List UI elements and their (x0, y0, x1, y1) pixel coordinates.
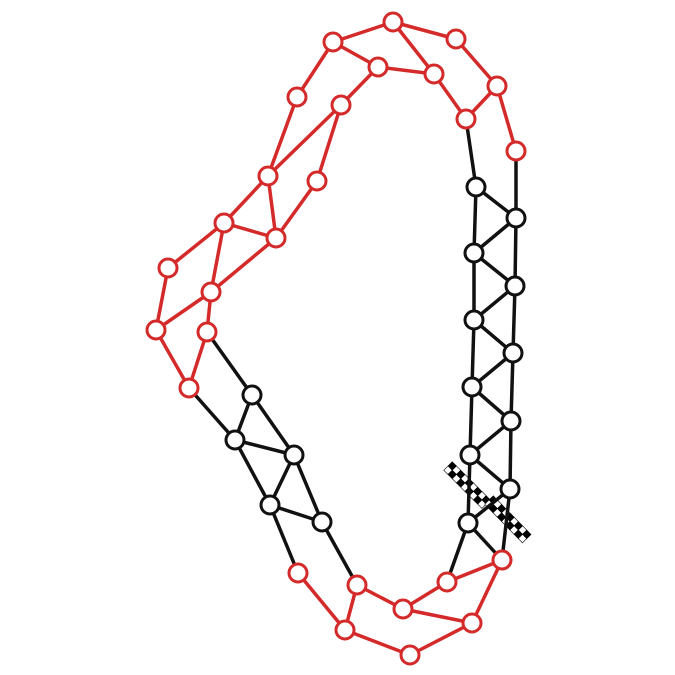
black-track-node (502, 342, 524, 364)
black-track-node (457, 512, 479, 534)
red-track-node (486, 75, 508, 97)
red-track-edge (315, 103, 343, 183)
flag-square (477, 499, 487, 509)
black-track-node (465, 176, 487, 198)
red-track-node (392, 598, 414, 620)
black-track-edge (233, 438, 272, 507)
red-track-node (423, 63, 445, 85)
black-track-node (459, 444, 481, 466)
black-track-node (505, 207, 527, 229)
black-track-node (461, 376, 483, 398)
red-track-node (145, 319, 167, 341)
finish-line-flags (443, 461, 532, 544)
red-track-node (367, 56, 389, 78)
black-track-node (224, 429, 246, 451)
red-track-node (322, 31, 344, 53)
black-track-edge (500, 487, 512, 562)
red-track-edge (266, 95, 299, 178)
red-track-edge (391, 20, 436, 76)
red-track-node (157, 257, 179, 279)
red-track-edge (222, 174, 270, 225)
red-track-node (445, 28, 467, 50)
black-track-node (311, 511, 333, 533)
red-track-edge (274, 179, 319, 240)
red-track-edge (209, 236, 278, 294)
checkered-flag-icon (443, 461, 491, 509)
black-track-edge (468, 385, 474, 457)
red-track-node (265, 227, 287, 249)
black-track-node (463, 309, 485, 331)
red-track-edge (495, 84, 518, 153)
red-track-edge (166, 221, 226, 270)
red-track-node (286, 86, 308, 108)
red-track-node (461, 612, 483, 634)
red-track-node (200, 281, 222, 303)
red-track-edge (296, 571, 347, 632)
red-track-node (178, 377, 200, 399)
black-track-node (259, 494, 281, 516)
black-track-edge (470, 318, 476, 389)
black-track-node (463, 242, 485, 264)
red-track-node (306, 170, 328, 192)
red-track-edge (470, 558, 504, 625)
red-track-node (455, 108, 477, 130)
red-track-edge (154, 266, 170, 332)
black-track-node (504, 275, 526, 297)
black-track-edge (472, 185, 478, 255)
red-track-edge (331, 20, 395, 44)
black-track-edge (292, 453, 324, 524)
red-track-edge (295, 40, 335, 99)
black-track-edge (320, 520, 359, 587)
red-track-node (196, 321, 218, 343)
black-track-edge (511, 284, 517, 355)
black-track-edge (508, 419, 513, 491)
black-track-edge (187, 386, 237, 442)
red-track-edge (401, 607, 474, 625)
red-track-edge (209, 221, 226, 294)
red-track-edge (154, 290, 213, 332)
black-track-edge (509, 351, 515, 423)
black-track-edge (464, 117, 478, 189)
red-track-edge (154, 328, 191, 390)
red-track-node (382, 11, 404, 33)
red-track-node (436, 571, 458, 593)
black-track-node (241, 384, 263, 406)
black-track-node (500, 410, 522, 432)
black-track-edge (250, 393, 296, 457)
flag-square (517, 533, 528, 544)
red-track-node (213, 212, 235, 234)
red-track-node (287, 562, 309, 584)
red-track-edge (266, 103, 343, 178)
red-track-edge (343, 628, 412, 657)
black-track-edge (268, 503, 300, 575)
red-track-node (491, 549, 513, 571)
black-track-node (499, 478, 521, 500)
red-track-node (334, 619, 356, 641)
red-track-node (346, 574, 368, 596)
red-track-edge (391, 20, 458, 41)
red-track-node (330, 94, 352, 116)
red-track-node (505, 140, 527, 162)
black-track-edge (205, 330, 254, 397)
black-track-node (283, 444, 305, 466)
red-track-edge (408, 621, 474, 657)
black-track-edge (513, 216, 518, 288)
red-track-node (257, 165, 279, 187)
track-nodes (145, 11, 527, 666)
red-track-node (399, 644, 421, 666)
black-track-edge (466, 453, 472, 525)
